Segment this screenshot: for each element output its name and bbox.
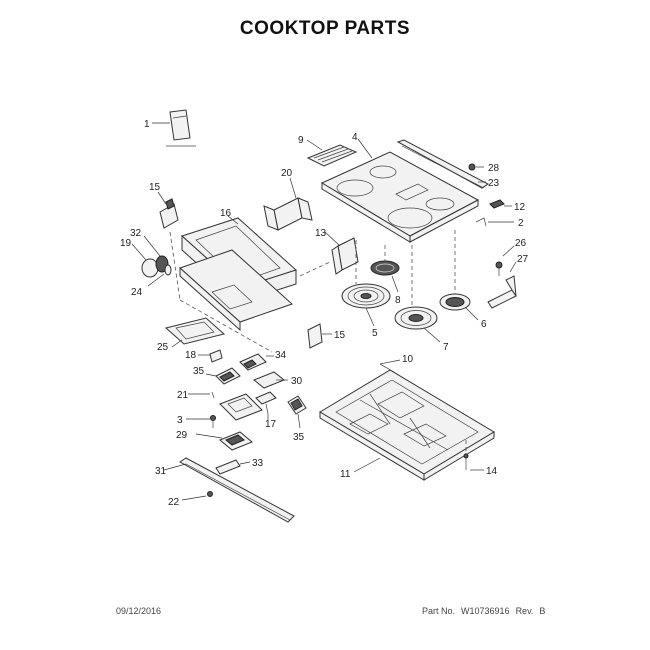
part-14-screw[interactable]: 14: [463, 440, 498, 477]
part-35-switch-left[interactable]: 35: [193, 366, 241, 385]
callout-23: 23: [488, 178, 500, 189]
rev-value: B: [539, 606, 546, 616]
part-1-manual[interactable]: 1: [144, 109, 196, 147]
part-7-element[interactable]: 7: [394, 245, 449, 353]
part-29-module[interactable]: 29: [176, 430, 253, 451]
part-35-switch-right[interactable]: 35: [287, 395, 307, 443]
callout-6: 6: [481, 319, 487, 330]
part-18-insulator[interactable]: 18: [185, 349, 223, 363]
callout-9: 9: [298, 135, 304, 146]
part-4-cooktop-glass[interactable]: 4: [320, 132, 480, 243]
callout-10: 10: [402, 354, 414, 365]
rev-label: Rev.: [515, 606, 534, 616]
callout-32: 32: [130, 228, 142, 239]
part-6-element[interactable]: 6: [439, 230, 487, 330]
callout-27: 27: [517, 254, 529, 265]
part-28-screw[interactable]: 28: [468, 163, 500, 174]
part-21-clip[interactable]: 21: [177, 390, 215, 401]
callout-30: 30: [291, 376, 303, 387]
callout-17: 17: [265, 419, 277, 430]
part-20-bracket[interactable]: 20: [263, 168, 313, 231]
part-16-control-panel[interactable]: 16: [169, 208, 331, 353]
part-23-rear-trim[interactable]: 23: [396, 139, 500, 189]
callout-28: 28: [488, 163, 500, 174]
callout-15-upper: 15: [149, 182, 161, 193]
part-26-screw[interactable]: 26: [495, 238, 527, 276]
part-30-board[interactable]: 30: [253, 371, 303, 389]
callout-12: 12: [514, 202, 526, 213]
callout-13: 13: [315, 228, 327, 239]
callout-15-lower: 15: [334, 330, 346, 341]
callout-18: 18: [185, 350, 197, 361]
part-33-clip[interactable]: 33: [215, 458, 264, 475]
part-13-bracket[interactable]: 13: [315, 228, 359, 275]
footer-date: 09/12/2016: [116, 606, 162, 616]
part-22-screw[interactable]: 22: [168, 491, 213, 509]
callout-31: 31: [155, 466, 167, 477]
part-19-knob[interactable]: 19: [120, 238, 159, 278]
part-5-large-element[interactable]: 5: [341, 240, 391, 339]
callout-5: 5: [372, 328, 378, 339]
callout-14: 14: [486, 466, 498, 477]
part-34-switch[interactable]: 34: [239, 350, 287, 371]
part-2-bracket[interactable]: 2: [475, 217, 524, 229]
callout-19: 19: [120, 238, 132, 249]
callout-8: 8: [395, 295, 401, 306]
part-31-rail[interactable]: 31: [155, 457, 295, 523]
part-15-bracket-upper[interactable]: 15: [149, 182, 179, 229]
callout-21: 21: [177, 390, 189, 401]
callout-7: 7: [443, 342, 449, 353]
callout-1: 1: [144, 119, 150, 130]
callout-11: 11: [340, 469, 351, 480]
callout-25: 25: [157, 342, 169, 353]
callout-3: 3: [177, 415, 183, 426]
part-15-bracket-lower[interactable]: 15: [307, 323, 346, 349]
part-no-value: W10736916: [461, 606, 510, 616]
page-title: COOKTOP PARTS: [239, 18, 411, 39]
part-10-cooktop-frame[interactable]: 10: [319, 354, 495, 481]
callout-2: 2: [518, 218, 524, 229]
part-3-screw[interactable]: 3: [177, 415, 216, 428]
part-9-vent-grille[interactable]: 9: [298, 135, 358, 167]
footer-part-number: Part No. W10736916 Rev. B: [422, 606, 545, 616]
part-11-frame-edge[interactable]: 11: [340, 457, 381, 480]
control-module[interactable]: [219, 393, 263, 421]
part-24-spring[interactable]: 24: [131, 264, 172, 298]
callout-4: 4: [352, 132, 358, 143]
part-12-clip[interactable]: 12: [489, 199, 526, 213]
callout-26: 26: [515, 238, 527, 249]
callout-33: 33: [252, 458, 264, 469]
part-17-control-board[interactable]: 17: [255, 391, 277, 430]
part-27-bracket[interactable]: 27: [487, 254, 529, 309]
callout-29: 29: [176, 430, 188, 441]
part-25-overlay[interactable]: 25: [157, 317, 226, 353]
part-8-small-element[interactable]: 8: [370, 245, 401, 306]
callout-24: 24: [131, 287, 143, 298]
callout-35-left: 35: [193, 366, 205, 377]
callout-16: 16: [220, 208, 232, 219]
part-no-label: Part No.: [422, 606, 456, 616]
callout-34: 34: [275, 350, 287, 361]
callout-22: 22: [168, 497, 180, 508]
callout-20: 20: [281, 168, 293, 179]
callout-35-right: 35: [293, 432, 305, 443]
